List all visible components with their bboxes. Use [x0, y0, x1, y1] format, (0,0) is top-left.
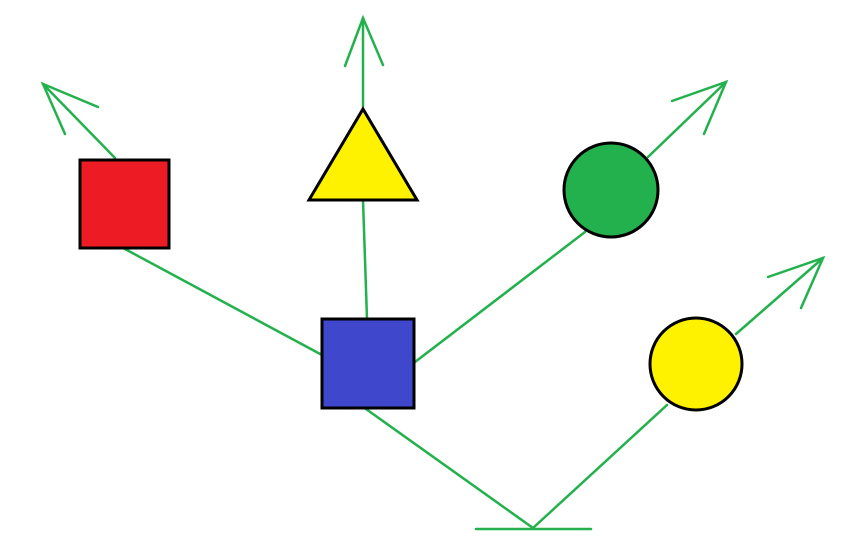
blue-square [320, 317, 416, 410]
edge-blue-square-to-yellow-triangle [361, 198, 369, 321]
arrow-head-green-circle [670, 79, 729, 136]
arrow-shaft-green-circle [646, 80, 728, 159]
edge-root-to-blue-square [364, 407, 535, 530]
arrow-head-yellow-triangle [343, 14, 385, 68]
yellow-triangle [306, 106, 420, 202]
yellow-circle [648, 316, 744, 412]
edge-blue-square-to-green-circle [413, 230, 587, 364]
arrow-shaft-yellow-circle [734, 256, 825, 336]
edge-blue-square-to-red-square [123, 247, 324, 357]
green-circle [562, 141, 660, 239]
arrow-shaft-red-square [41, 82, 117, 160]
red-square [78, 158, 171, 250]
arrow-head-yellow-circle [766, 255, 826, 310]
arrow-head-red-square [40, 81, 100, 136]
edge-root-to-yellow-circle [531, 403, 669, 530]
